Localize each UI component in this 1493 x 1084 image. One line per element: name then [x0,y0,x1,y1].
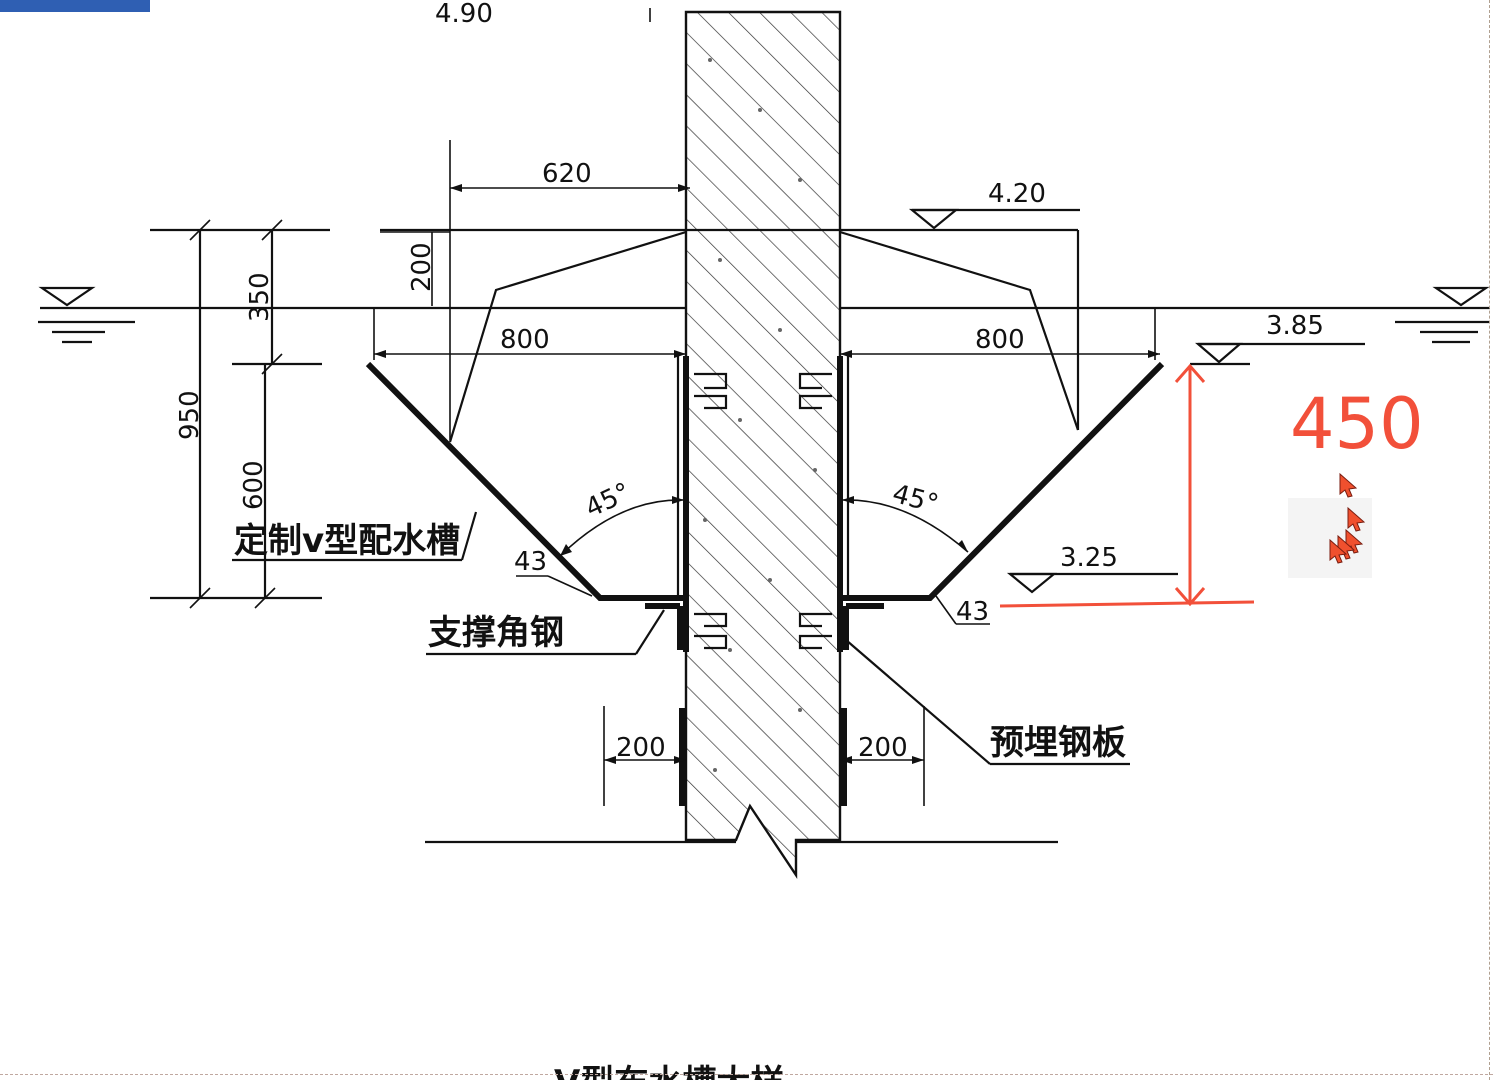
handwritten-450: 450 [1290,383,1424,465]
dim-200-vertical: 200 [407,242,437,292]
elevation-420: 4.20 [988,179,1046,209]
anchor-hooks [694,372,832,650]
dim-350: 350 [245,272,275,322]
angle-steel-left [645,603,683,650]
angle-45-right: 45° [889,479,941,520]
right-v-trough [837,356,1165,652]
window-tab[interactable] [0,0,150,12]
concrete-wall [684,10,842,879]
dim-800-right: 800 [975,325,1025,355]
label-angle-steel: 支撑角钢 [428,613,564,653]
elevation-triangle-385 [1190,342,1365,366]
angle-arc-left [559,499,685,557]
dim-43-left: 43 [514,547,547,577]
angle-arc-right [841,499,969,553]
water-level-symbol-left [38,286,135,344]
elevation-325: 3.25 [1060,543,1118,573]
dim-43-right: 43 [956,597,989,627]
left-hood [448,230,687,443]
red-annotation: 450 [999,363,1424,608]
caption-partial: V型布水槽大样 [554,1063,784,1080]
top-elevation-cut: 4.90 [435,0,493,29]
elevation-triangle-325 [1006,572,1178,594]
dim-200-right: 200 [858,733,908,763]
left-v-trough [365,356,689,652]
page-edge-bottom [0,1074,1493,1076]
right-hood [839,230,1080,431]
angle-45-left: 45° [581,477,635,524]
cursor-icon [1288,472,1372,578]
dim-950: 950 [175,390,205,440]
label-embedded-plate: 预埋钢板 [990,723,1126,763]
elevation-385: 3.85 [1266,311,1324,341]
dim-200-left: 200 [616,733,666,763]
page-edge-right [1489,0,1493,1080]
elevation-triangle-420 [908,208,1080,230]
dim-800-left: 800 [500,325,550,355]
dim-600: 600 [239,460,269,510]
water-level-symbol-right [1395,286,1490,344]
label-v-trough: 定制v型配水槽 [234,521,460,561]
angle-steel-right [843,603,884,650]
dim-620: 620 [542,159,592,189]
